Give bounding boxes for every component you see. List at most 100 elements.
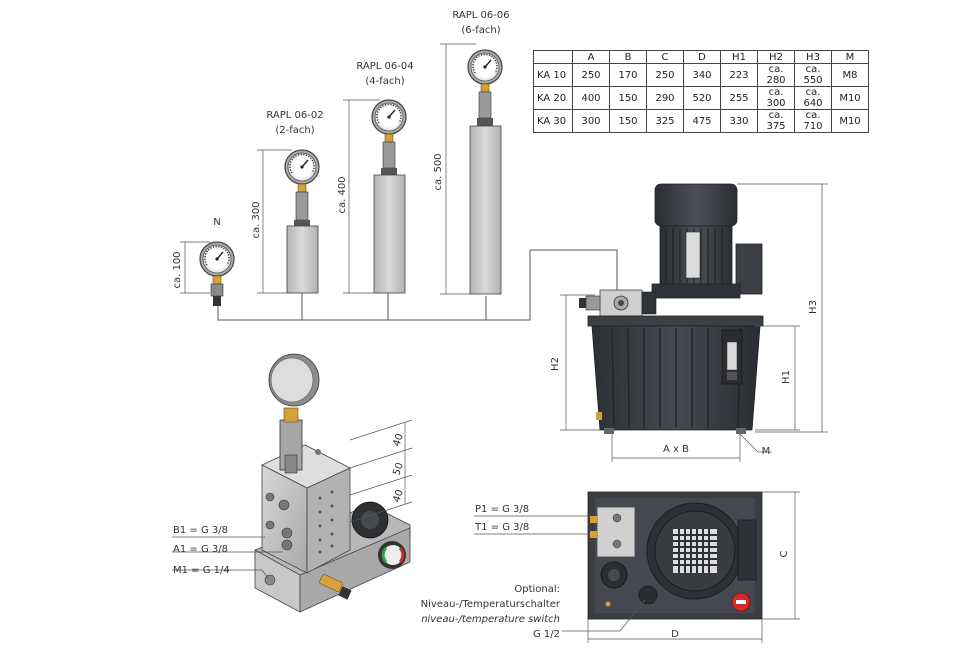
table-cell: 170 (609, 63, 647, 87)
dimension-table: A B C D H1 H2 H3 M KA 10 250 170 250 340… (533, 50, 869, 133)
table-cell-model: KA 10 (533, 63, 573, 87)
table-cell: M10 (831, 109, 869, 133)
label-rapl-06-04-sub: (4-fach) (365, 76, 404, 87)
table-row: KA 30 300 150 325 475 330 ca. ca. M10 (533, 109, 869, 133)
table-header: H1 (720, 50, 758, 64)
dim-m: M (762, 446, 771, 457)
label-rapl-06-06: RAPL 06-06 (452, 10, 509, 21)
table-cell: ca. (794, 109, 832, 121)
label-optional: Optional: (514, 584, 560, 595)
table-cell: M8 (831, 63, 869, 87)
table-cell: 475 (683, 109, 721, 133)
label-rapl-06-06-sub: (6-fach) (461, 25, 500, 36)
rapl-06-06-assembly (467, 49, 503, 295)
pump-top-dimension-lines (474, 491, 800, 643)
table-header: C (646, 50, 684, 64)
block-dimension-lines (349, 419, 413, 523)
table-cell-model: KA 20 (533, 86, 573, 110)
dim-a-x-b: A x B (663, 444, 689, 455)
dim-40-top: 40 (391, 432, 406, 448)
table-cell: 340 (683, 63, 721, 87)
dim-40-bottom: 40 (391, 488, 406, 504)
table-header (533, 50, 573, 64)
label-g12: G 1/2 (533, 629, 560, 640)
pressure-gauge-icon (467, 49, 503, 85)
table-header-row: A B C D H1 H2 H3 M (533, 50, 869, 64)
table-row: KA 10 250 170 250 340 223 ca. ca. M8 (533, 63, 869, 87)
table-cell: ca. (794, 86, 832, 98)
label-niveau-en: niveau-/temperature switch (421, 614, 560, 625)
accumulator-cylinder (286, 225, 319, 294)
table-cell: 300 (572, 109, 610, 133)
table-cell: 400 (572, 86, 610, 110)
table-header: D (683, 50, 721, 64)
dim-c: C (779, 550, 790, 557)
table-cell: 250 (646, 63, 684, 87)
table-cell-model: KA 30 (533, 109, 573, 133)
table-cell: 150 (609, 109, 647, 133)
label-t1: T1 = G 3/8 (474, 522, 529, 533)
pump-unit-top-view (587, 491, 763, 620)
dim-ca400: ca. 400 (337, 176, 348, 213)
table-cell: 280 (757, 75, 795, 87)
pump-unit-side-view (579, 183, 764, 434)
table-cell: 290 (646, 86, 684, 110)
valve-block-isometric (254, 353, 411, 613)
dim-ca300: ca. 300 (251, 201, 262, 238)
pressure-gauge-icon (284, 149, 320, 185)
rapl-06-04-assembly (371, 99, 407, 294)
gauge-dimension-lines (180, 43, 476, 295)
label-rapl-06-02: RAPL 06-02 (266, 110, 323, 121)
table-header: A (572, 50, 610, 64)
table-cell: 150 (609, 86, 647, 110)
table-header: B (609, 50, 647, 64)
label-rapl-06-02-sub: (2-fach) (275, 125, 314, 136)
table-cell: 640 (794, 98, 832, 110)
table-cell: M10 (831, 86, 869, 110)
gauge-n-assembly (199, 241, 235, 306)
dim-50: 50 (391, 461, 406, 477)
table-cell: 710 (794, 121, 832, 133)
table-header: H3 (794, 50, 832, 64)
dim-d: D (671, 629, 679, 640)
table-cell: 300 (757, 98, 795, 110)
accumulator-cylinder (373, 174, 406, 294)
block-leader-lines (172, 536, 283, 579)
label-a1: A1 = G 3/8 (173, 544, 228, 555)
label-p1: P1 = G 3/8 (475, 504, 529, 515)
dim-ca100: ca. 100 (172, 251, 183, 288)
label-niveau-de: Niveau-/Temperaturschalter (421, 599, 561, 610)
table-cell: 325 (646, 109, 684, 133)
dim-h2: H2 (550, 357, 561, 371)
label-rapl-06-04: RAPL 06-04 (356, 61, 413, 72)
table-cell: 550 (794, 75, 832, 87)
pressure-gauge-icon (371, 99, 407, 135)
table-row: 375 710 (534, 121, 869, 133)
pump-side-dimension-lines (560, 183, 828, 462)
table-cell: 520 (683, 86, 721, 110)
table-cell: ca. (757, 109, 795, 121)
table-row: KA 20 400 150 290 520 255 ca. ca. M10 (533, 86, 869, 110)
table-header: H2 (757, 50, 795, 64)
table-cell: 255 (720, 86, 758, 110)
table-cell: 330 (720, 109, 758, 133)
table-cell: ca. (757, 86, 795, 98)
table-cell: ca. (757, 63, 795, 75)
label-m1: M1 = G 1/4 (173, 565, 230, 576)
accumulator-cylinder (469, 125, 502, 295)
table-header: M (831, 50, 869, 64)
connection-pipe (217, 249, 618, 321)
rapl-06-02-assembly (284, 149, 320, 294)
dim-h3: H3 (808, 300, 819, 314)
dim-ca500: ca. 500 (433, 153, 444, 190)
dim-h1: H1 (781, 370, 792, 384)
table-cell: ca. (794, 63, 832, 75)
table-cell: 375 (757, 121, 795, 133)
label-n: N (213, 217, 220, 228)
table-cell: 250 (572, 63, 610, 87)
pressure-gauge-icon (199, 241, 235, 277)
table-cell: 223 (720, 63, 758, 87)
label-b1: B1 = G 3/8 (173, 525, 228, 536)
